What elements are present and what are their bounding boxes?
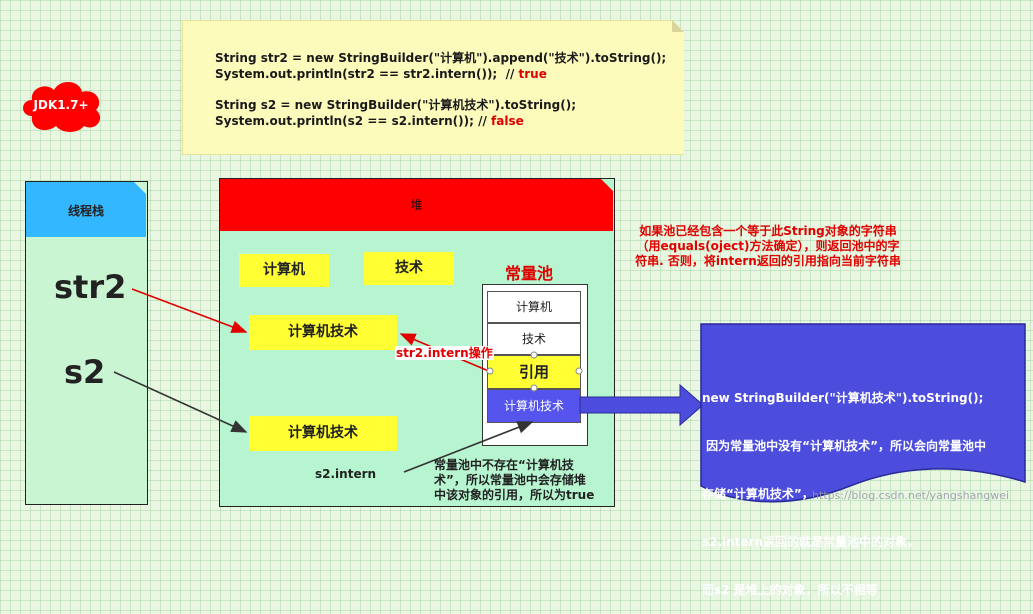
heap-object-s2: 计算机技术: [249, 416, 397, 451]
arrow-pool-to-callout: [579, 383, 704, 427]
heap-header: [220, 179, 613, 231]
code-line-2-result: true: [518, 67, 547, 81]
code-line-4-result: false: [491, 114, 524, 128]
pool-cell-computer: 计算机: [487, 291, 581, 323]
code-line-2: System.out.println(str2 == str2.intern()…: [215, 66, 547, 82]
bottom-note: 常量池中不存在“计算机技 术”，所以常量池中会存储堆 中该对象的引用，所以为tr…: [434, 458, 614, 503]
bottom-note-line-3: 中该对象的引用，所以为true: [434, 488, 595, 502]
heap-title: 堆: [410, 198, 423, 212]
handle-bottom: [530, 384, 538, 392]
bottom-note-line-2: 术”，所以常量池中会存储堆: [434, 473, 586, 487]
heap-object-tech: 技术: [364, 252, 454, 285]
jdk-version-label: JDK1.7+: [33, 98, 89, 112]
handle-top: [530, 351, 538, 359]
callout-line-3: 存储“计算机技术”，: [702, 487, 814, 501]
var-str2: str2: [54, 268, 127, 306]
intern-description-line-1: 如果池已经包含一个等于此String对象的字符串: [639, 224, 897, 238]
arrow-s2-intern: [403, 421, 534, 473]
arrow-s2-to-heap: [113, 371, 248, 433]
code-note: [182, 20, 684, 155]
code-line-4-text: System.out.println(s2 == s2.intern()); /…: [215, 114, 492, 128]
heap-object-computer: 计算机: [239, 254, 329, 287]
pool-cell-string: 计算机技术: [487, 389, 581, 423]
code-line-2-text: System.out.println(str2 == str2.intern()…: [215, 67, 519, 81]
intern-description: 如果池已经包含一个等于此String对象的字符串 （用equals(oject)…: [618, 224, 918, 269]
var-s2: s2: [64, 353, 106, 391]
heap-object-str2: 计算机技术: [249, 315, 397, 350]
callout-line-2: 因为常量池中没有“计算机技术”，所以会向常量池中: [702, 439, 986, 453]
thread-stack-title: 线程栈: [67, 204, 104, 218]
s2-intern-label: s2.intern: [315, 467, 377, 481]
callout-line-4: s2.intern返回的就是常量池中的对象，: [702, 535, 920, 549]
code-line-3: String s2 = new StringBuilder("计算机技术").t…: [215, 98, 576, 112]
callout-document-shape: [700, 323, 1026, 503]
callout-text: new StringBuilder("计算机技术").toString(); 因…: [702, 358, 1032, 614]
handle-right: [575, 367, 583, 375]
handle-left: [486, 367, 494, 375]
thread-stack-header: [26, 182, 146, 237]
intern-description-line-3: 符串. 否则，将intern返回的引用指向当前字符串: [635, 254, 901, 268]
intern-description-line-2: （用equals(oject)方法确定），则返回池中的字: [636, 239, 900, 253]
arrow-str2-to-heap: [131, 288, 248, 333]
code-line-4: System.out.println(s2 == s2.intern()); /…: [215, 113, 524, 129]
callout-line-1: new StringBuilder("计算机技术").toString();: [702, 391, 984, 405]
pool-cell-reference: 引用: [487, 355, 581, 389]
constant-pool-title: 常量池: [505, 264, 554, 283]
jdk-cloud: [23, 81, 101, 132]
code-line-1: String str2 = new StringBuilder("计算机").a…: [215, 51, 667, 65]
str2-intern-label: str2.intern操作: [395, 346, 494, 360]
callout-line-5: 而s2 是堆上的对象，所以不相等: [702, 583, 878, 597]
diagram-arrows: [113, 288, 1026, 503]
bottom-note-line-1: 常量池中不存在“计算机技: [434, 458, 574, 472]
watermark: https://blog.csdn.net/yangshangwei: [812, 489, 1010, 502]
